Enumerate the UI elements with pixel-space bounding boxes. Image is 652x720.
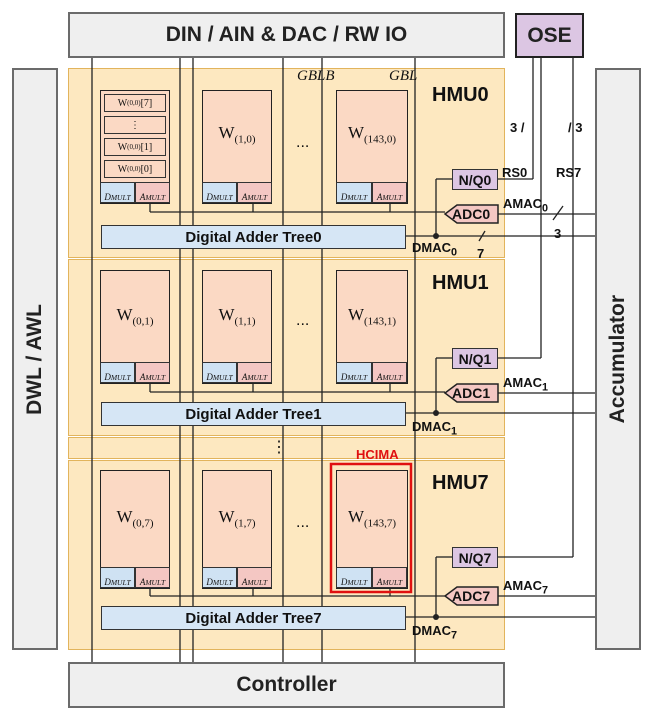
adder-tree-7: Digital Adder Tree7: [101, 606, 406, 630]
accumulator-bar: Accumulator: [595, 68, 641, 650]
cell-label: W(143,0): [347, 123, 397, 146]
rs7-label: RS7: [556, 165, 582, 180]
nq-block-1: N/Q1: [452, 348, 498, 369]
adder-tree-0: Digital Adder Tree0: [101, 225, 406, 249]
dmac-label-1: DMAC1: [412, 419, 458, 438]
hcima-label: HCIMA: [356, 447, 399, 462]
cell-label: W(1,1): [218, 305, 256, 328]
hcima-highlight: [329, 462, 413, 594]
stack-bit-1: W(0,0)[1]: [104, 138, 166, 156]
cell-label: W(1,7): [218, 507, 256, 530]
hmu7-title: HMU7: [432, 472, 489, 494]
stack-bit-dots: ⋮: [104, 116, 166, 134]
rs0-label: RS0: [502, 165, 528, 180]
bus-label-3a: 3 /: [510, 120, 525, 135]
cell-label: W(0,7): [116, 507, 154, 530]
stack-bit-7: W(0,0)[7]: [104, 94, 166, 112]
cell-label: W(0,1): [116, 305, 154, 328]
hdots-1: ...: [296, 312, 310, 329]
cell-label: W(143,1): [347, 305, 397, 328]
adc-label-1: ADC1: [452, 385, 491, 401]
adc-label-7: ADC7: [452, 588, 491, 604]
left-wordline-bar: DWL / AWL: [12, 68, 58, 650]
bus-label-7: 7: [477, 246, 485, 261]
hdots-7: ...: [296, 514, 310, 531]
dmac-label-0: DMAC0: [412, 240, 458, 259]
cell-label: W(143,7): [347, 507, 397, 530]
adder-tree-1: Digital Adder Tree1: [101, 402, 406, 426]
gblb-label: GBLB: [297, 68, 335, 84]
hmu1-title: HMU1: [432, 272, 489, 294]
nq-block-7: N/Q7: [452, 547, 498, 568]
dmac-label-7: DMAC7: [412, 623, 458, 642]
nq-block-0: N/Q0: [452, 169, 498, 190]
ose-box: OSE: [515, 13, 584, 58]
adc-label-0: ADC0: [452, 206, 491, 222]
amac-label-0: AMAC0: [503, 196, 549, 215]
amac-label-1: AMAC1: [503, 375, 549, 394]
controller-bar: Controller: [68, 662, 505, 708]
gbl-label: GBL: [389, 68, 418, 84]
vdots-gap: ⋮: [271, 439, 287, 456]
stack-bit-0: W(0,0)[0]: [104, 160, 166, 178]
top-io-bar: DIN / AIN & DAC / RW IO: [68, 12, 505, 58]
bus-label-3c: 3: [554, 226, 562, 241]
hmu-gap-region: [68, 437, 505, 459]
hmu0-title: HMU0: [432, 84, 489, 106]
cell-label: W(1,0): [218, 123, 256, 146]
hdots-0: ...: [296, 134, 310, 151]
amac-label-7: AMAC7: [503, 578, 549, 597]
bus-label-3b: / 3: [568, 120, 583, 135]
adc-shapes: [443, 204, 499, 606]
